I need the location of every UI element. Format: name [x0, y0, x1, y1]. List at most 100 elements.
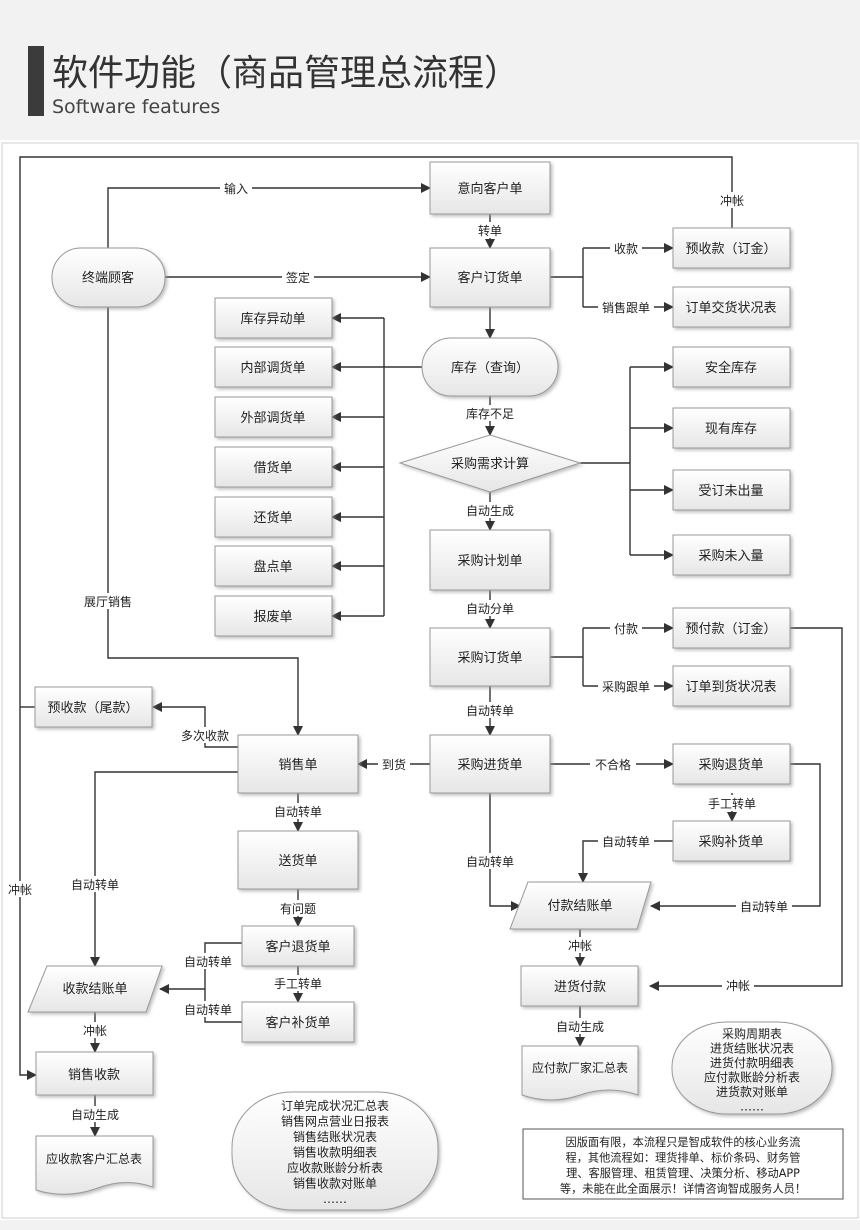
flowchart-canvas: 输入 签定 冲帐 转单 收款 销售跟单 库存不足 自动生成 自动分单 付款 采购… — [0, 140, 860, 1220]
label-problem: 有问题 — [280, 902, 316, 916]
node-sales-order: 销售单 — [237, 734, 359, 794]
label-receipt: 收款 — [614, 242, 638, 256]
label-manual2: 手工转单 — [274, 976, 322, 991]
svg-text:进货付款: 进货付款 — [554, 979, 606, 995]
svg-text:销售收款: 销售收款 — [68, 1067, 120, 1083]
svg-text:付款结账单: 付款结账单 — [547, 899, 612, 914]
rl-right-line: 进货结账状况表 — [710, 1041, 794, 1056]
node-return-goods: 还货单 — [214, 496, 333, 538]
node-current-stock: 现有库存 — [672, 407, 791, 449]
edge-input — [107, 183, 431, 248]
svg-text:收款结账单: 收款结账单 — [62, 982, 127, 997]
flowchart: 输入 签定 冲帐 转单 收款 销售跟单 库存不足 自动生成 自动分单 付款 采购… — [1, 142, 859, 1219]
edge-labels: 输入 签定 冲帐 转单 收款 销售跟单 库存不足 自动生成 自动分单 付款 采购… — [4, 180, 792, 1122]
label-auto5: 自动转单 — [274, 804, 322, 819]
nodes: 意向客户单 客户订货单 预收款（订金） 订单交货状况表 库存异动单 内部调货单 … — [27, 161, 791, 1195]
node-demand-calc: 采购需求计算 — [398, 434, 582, 493]
label-offset-mid: 冲帐 — [568, 938, 592, 953]
svg-text:内部调货单: 内部调货单 — [240, 360, 305, 376]
label-sales-follow: 销售跟单 — [602, 300, 650, 315]
node-final-receipt: 预收款（尾款） — [34, 686, 153, 728]
rl-left-line: 销售结账状况表 — [293, 1129, 377, 1144]
edge-offset-top — [19, 156, 733, 1080]
label-offset-left: 冲帐 — [8, 882, 32, 897]
node-scrap: 报废单 — [214, 595, 333, 637]
svg-text:采购补货单: 采购补货单 — [698, 834, 763, 850]
edge-auto4 — [489, 793, 521, 911]
node-borrow: 借货单 — [214, 446, 333, 488]
svg-text:采购需求计算: 采购需求计算 — [451, 456, 529, 472]
svg-text:订单交货状况表: 订单交货状况表 — [685, 300, 776, 316]
label-offset-top: 冲帐 — [720, 193, 744, 208]
label-auto-split: 自动分单 — [466, 602, 514, 616]
svg-text:客户补货单: 客户补货单 — [265, 1015, 330, 1031]
node-external-transfer: 外部调货单 — [214, 396, 333, 438]
label-auto-gen3: 自动生成 — [71, 1108, 119, 1122]
node-purchase-plan: 采购计划单 — [429, 529, 551, 591]
label-manual1: 手工转单 — [708, 796, 756, 811]
label-auto3: 自动转单 — [740, 899, 788, 914]
rl-left-line: 销售收款对账单 — [293, 1176, 377, 1191]
node-internal-transfer: 内部调货单 — [214, 346, 333, 388]
label-purchase-follow: 采购跟单 — [602, 679, 650, 694]
svg-text:订单到货状况表: 订单到货状况表 — [685, 679, 776, 695]
node-prepayment: 预付款（订金） — [672, 607, 791, 649]
label-offset-right: 冲帐 — [726, 978, 750, 993]
label-auto6: 自动转单 — [71, 877, 119, 892]
node-order-delivery-status: 订单交货状况表 — [672, 286, 791, 328]
node-deposit-receipt: 预收款（订金） — [672, 227, 791, 269]
svg-text:采购退货单: 采购退货单 — [698, 757, 763, 773]
label-auto4: 自动转单 — [466, 854, 514, 869]
label-auto8: 自动转单 — [184, 1002, 232, 1017]
svg-text:外部调货单: 外部调货单 — [240, 410, 305, 426]
header: 软件功能（商品管理总流程） Software features — [0, 0, 860, 140]
label-signed: 签定 — [286, 270, 310, 285]
svg-text:盘点单: 盘点单 — [253, 559, 292, 575]
note-lines-line: 因版面有限，本流程只是智成软件的核心业务流 — [566, 1135, 801, 1149]
rl-left-line: 订单完成状况汇总表 — [281, 1098, 389, 1113]
frame — [1, 142, 859, 1219]
node-ordered-not-shipped: 受订未出量 — [672, 469, 791, 511]
svg-text:意向客户单: 意向客户单 — [457, 181, 522, 197]
rl-right-line: 采购周期表 — [722, 1026, 782, 1041]
rl-left-line: 应收款账龄分析表 — [287, 1160, 383, 1175]
note-lines-line: 程，其他流程如：理货排单、标价条码、财务管 — [566, 1151, 801, 1165]
node-intent-order: 意向客户单 — [429, 161, 551, 215]
node-collection-settlement: 收款结账单 — [27, 965, 163, 1013]
svg-text:客户退货单: 客户退货单 — [265, 939, 330, 955]
svg-text:还货单: 还货单 — [253, 510, 292, 526]
label-offset-left2: 冲帐 — [83, 1023, 107, 1038]
svg-text:借货单: 借货单 — [253, 460, 292, 476]
report-list-right: 采购周期表进货结账状况表进货付款明细表应付款账龄分析表进货款对账单…… — [671, 1021, 833, 1115]
svg-text:送货单: 送货单 — [278, 853, 317, 869]
node-stock-change: 库存异动单 — [214, 297, 333, 339]
node-stock-query: 库存（查询） — [421, 337, 559, 397]
node-customer-replenish: 客户补货单 — [241, 1001, 355, 1043]
svg-text:预付款（订金）: 预付款（订金） — [685, 621, 776, 637]
note-box: 因版面有限，本流程只是智成软件的核心业务流程，其他流程如：理货排单、标价条码、财… — [522, 1128, 844, 1200]
svg-text:采购订货单: 采购订货单 — [457, 650, 522, 666]
svg-text:受订未出量: 受订未出量 — [698, 484, 763, 499]
svg-text:采购进货单: 采购进货单 — [457, 757, 522, 773]
node-sales-receipt: 销售收款 — [35, 1051, 154, 1096]
label-stock-short: 库存不足 — [466, 406, 514, 421]
svg-text:报废单: 报废单 — [253, 609, 292, 625]
node-order-arrival-status: 订单到货状况表 — [672, 665, 791, 707]
svg-text:终端顾客: 终端顾客 — [82, 270, 134, 286]
label-arrival: 到货 — [382, 757, 406, 772]
node-purchase-replenish: 采购补货单 — [672, 820, 791, 862]
svg-text:预收款（尾款）: 预收款（尾款） — [47, 701, 138, 716]
title-accent-bar — [28, 46, 44, 116]
connectors — [19, 156, 843, 1137]
node-purchase-not-received: 采购未入量 — [672, 534, 791, 576]
label-auto-gen2: 自动生成 — [556, 1020, 604, 1034]
node-end-customer: 终端顾客 — [51, 247, 166, 308]
node-delivery-order: 送货单 — [237, 830, 359, 890]
rl-right-line: 进货款对账单 — [716, 1084, 788, 1099]
note-lines-line: 等，未能在此全面展示！详情咨询智成服务人员！ — [560, 1182, 806, 1196]
label-input: 输入 — [224, 181, 248, 196]
node-payment-settlement: 付款结账单 — [509, 881, 652, 930]
edge-showroom — [107, 307, 303, 736]
node-purchase-payment: 进货付款 — [520, 965, 639, 1007]
label-auto-transfer1: 自动转单 — [466, 703, 514, 718]
